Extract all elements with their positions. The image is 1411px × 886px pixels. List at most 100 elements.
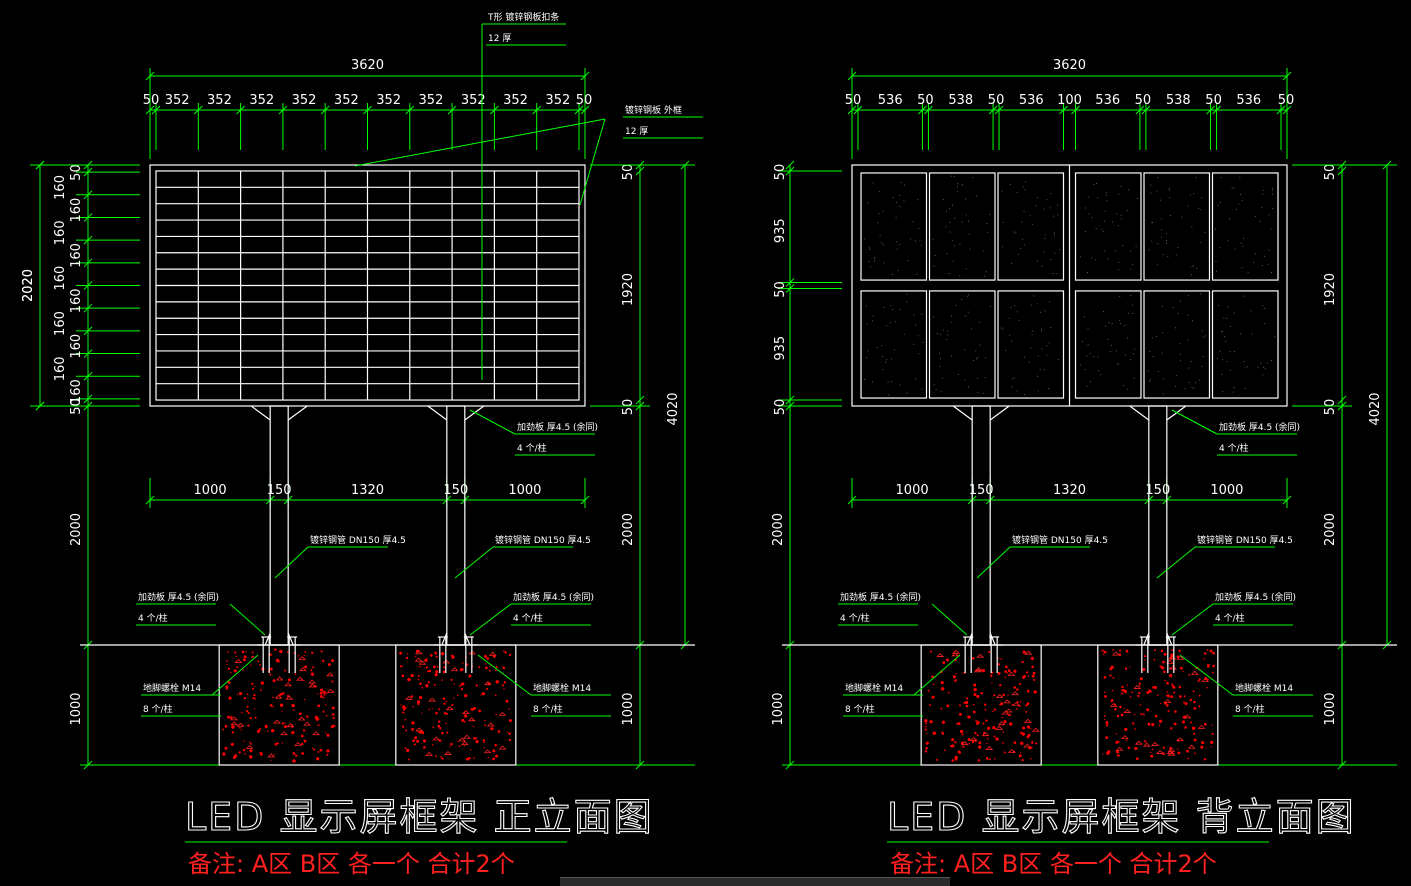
- concrete-aggregate: [286, 723, 295, 728]
- note-text: 8 个/柱: [845, 703, 875, 715]
- concrete-speckle: [1183, 701, 1186, 704]
- panel-texture-dot: [947, 330, 949, 332]
- panel-texture-dot: [1108, 322, 1110, 324]
- panel-texture-dot: [1037, 390, 1039, 392]
- panel-texture-dot: [985, 357, 987, 359]
- dim-segment: 50: [1278, 93, 1295, 108]
- panel-texture-dot: [1037, 375, 1039, 377]
- concrete-speckle: [487, 756, 489, 759]
- concrete-speckle: [1167, 709, 1170, 712]
- note-text: 4 个/柱: [1219, 442, 1249, 454]
- panel-texture-dot: [1116, 213, 1118, 215]
- panel-texture-dot: [1048, 387, 1050, 389]
- concrete-speckle: [303, 654, 305, 656]
- panel-texture-dot: [1262, 304, 1264, 306]
- dim-total-right: 4020: [1368, 392, 1383, 425]
- note-base-stiffener-left: 加劲板 厚4.5 (余同)4 个/柱: [838, 591, 968, 636]
- panel-texture-dot: [1124, 354, 1126, 356]
- dim-bottom-segment: 150: [443, 483, 468, 498]
- concrete-aggregate: [272, 719, 281, 724]
- concrete-speckle: [451, 704, 454, 707]
- concrete-aggregate: [1187, 744, 1196, 749]
- panel-texture-dot: [1084, 369, 1086, 371]
- dim-right: 1920: [621, 273, 636, 306]
- concrete-speckle: [508, 653, 512, 656]
- panel-texture-dot: [1103, 220, 1105, 222]
- concrete-speckle: [320, 650, 323, 653]
- dim-tick: [1382, 160, 1392, 170]
- panel-texture-dot: [1028, 361, 1030, 363]
- concrete-speckle: [281, 742, 283, 744]
- concrete-speckle: [1122, 688, 1125, 692]
- concrete-speckle: [997, 663, 1001, 666]
- concrete-speckle: [259, 664, 261, 666]
- panel-texture-dot: [1262, 189, 1264, 191]
- concrete-aggregate: [450, 667, 459, 672]
- concrete-speckle: [470, 707, 474, 711]
- panel-texture-dot: [891, 358, 893, 360]
- concrete-speckle: [1129, 666, 1131, 668]
- concrete-speckle: [1000, 658, 1002, 660]
- concrete-speckle: [1119, 705, 1122, 709]
- panel-texture-dot: [1229, 218, 1231, 220]
- concrete-speckle: [981, 668, 986, 673]
- panel-texture-dot: [917, 199, 919, 201]
- panel-texture-dot: [1168, 189, 1170, 191]
- concrete-speckle: [982, 722, 985, 725]
- panel-texture-dot: [1054, 252, 1056, 254]
- concrete-speckle: [243, 697, 247, 700]
- concrete-speckle: [274, 648, 277, 651]
- concrete-speckle: [1032, 671, 1036, 675]
- concrete-speckle: [993, 758, 996, 760]
- concrete-speckle: [401, 674, 405, 678]
- panel-texture-dot: [950, 175, 952, 177]
- dim-total-height: 2020: [21, 269, 36, 302]
- panel-texture-dot: [907, 259, 909, 261]
- panel-texture-dot: [933, 383, 935, 385]
- concrete-speckle: [503, 688, 505, 690]
- panel-texture-dot: [979, 344, 981, 346]
- concrete-speckle: [963, 701, 966, 704]
- concrete-speckle: [940, 680, 944, 685]
- panel-texture-dot: [1037, 355, 1039, 357]
- panel-texture-dot: [1161, 305, 1163, 307]
- concrete-speckle: [332, 716, 335, 720]
- concrete-aggregate: [995, 725, 1004, 730]
- panel-texture-dot: [1221, 331, 1223, 333]
- panel-texture-dot: [1087, 327, 1089, 329]
- drawing-title: LED 显示屏框架 正立面图: [185, 795, 654, 839]
- panel-texture-dot: [1189, 194, 1191, 196]
- concrete-speckle: [252, 697, 255, 700]
- concrete-speckle: [488, 669, 491, 672]
- panel-texture-dot: [1002, 221, 1004, 223]
- concrete-speckle: [935, 758, 938, 761]
- note-text: 加劲板 厚4.5 (余同): [138, 591, 219, 603]
- leader-line: [229, 603, 266, 636]
- panel-texture-dot: [1049, 207, 1051, 209]
- leader-line: [469, 603, 512, 636]
- concrete-speckle: [1004, 676, 1006, 678]
- panel-texture-dot: [1270, 360, 1272, 362]
- panel-texture-dot: [887, 381, 889, 383]
- concrete-speckle: [1151, 723, 1155, 727]
- access-door-panel: [997, 172, 1065, 281]
- concrete-speckle: [446, 712, 449, 715]
- concrete-speckle: [456, 694, 459, 697]
- panel-texture-dot: [882, 356, 884, 358]
- concrete-speckle: [1144, 740, 1147, 743]
- leader-line: [579, 118, 606, 206]
- concrete-speckle: [995, 737, 999, 741]
- steel-pole: [446, 405, 466, 646]
- concrete-speckle: [1031, 741, 1034, 744]
- concrete-speckle: [245, 710, 249, 713]
- panel-texture-dot: [1095, 182, 1097, 184]
- panel-texture-dot: [1043, 208, 1045, 210]
- concrete-speckle: [475, 739, 479, 744]
- concrete-speckle: [303, 679, 305, 682]
- panel-texture-dot: [1271, 187, 1273, 189]
- concrete-speckle: [486, 687, 489, 691]
- panel-texture-dot: [1168, 188, 1170, 190]
